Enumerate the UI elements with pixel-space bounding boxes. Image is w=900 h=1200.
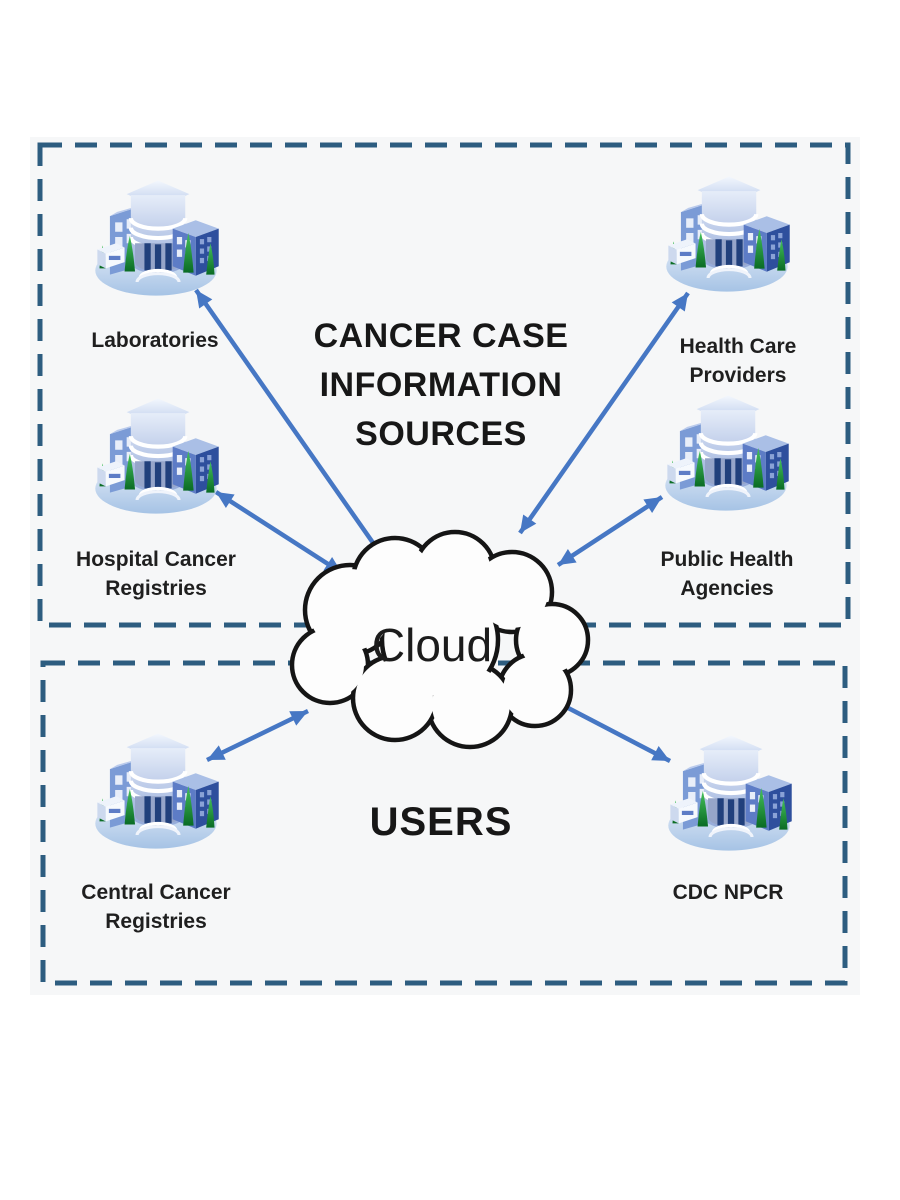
building-icon-cdc-npcr — [662, 729, 798, 855]
cloud-shape — [289, 529, 591, 750]
building-icon-health-care-providers — [660, 170, 796, 296]
node-label-cdc-npcr: CDC NPCR — [672, 881, 784, 904]
arrow-public-health-agencies — [556, 495, 664, 567]
node-label-public-health-agencies: Public Health Agencies — [660, 548, 794, 600]
node-label-health-care-providers: Health Care Providers — [679, 335, 797, 387]
building-icon-hospital-cancer-registries — [89, 392, 225, 518]
sources-section-title: CANCER CASE INFORMATION SOURCES — [313, 317, 569, 453]
arrow-central-cancer-registries — [206, 708, 309, 763]
arrow-laboratories — [194, 288, 387, 562]
arrow-group — [194, 288, 690, 763]
node-label-hospital-cancer-registries: Hospital Cancer Registries — [76, 548, 236, 600]
users-section-title: USERS — [369, 800, 513, 844]
arrow-cdc-npcr — [547, 696, 672, 763]
building-icon-public-health-agencies — [659, 389, 795, 515]
arrow-health-care-providers — [518, 291, 690, 535]
building-icon-laboratories — [89, 174, 225, 300]
building-icon-central-cancer-registries — [89, 727, 225, 853]
node-label-laboratories: Laboratories — [91, 329, 219, 352]
cloud-label: Cloud — [371, 619, 493, 671]
node-label-central-cancer-registries: Central Cancer Registries — [81, 881, 231, 933]
arrow-hospital-cancer-registries — [214, 490, 344, 575]
